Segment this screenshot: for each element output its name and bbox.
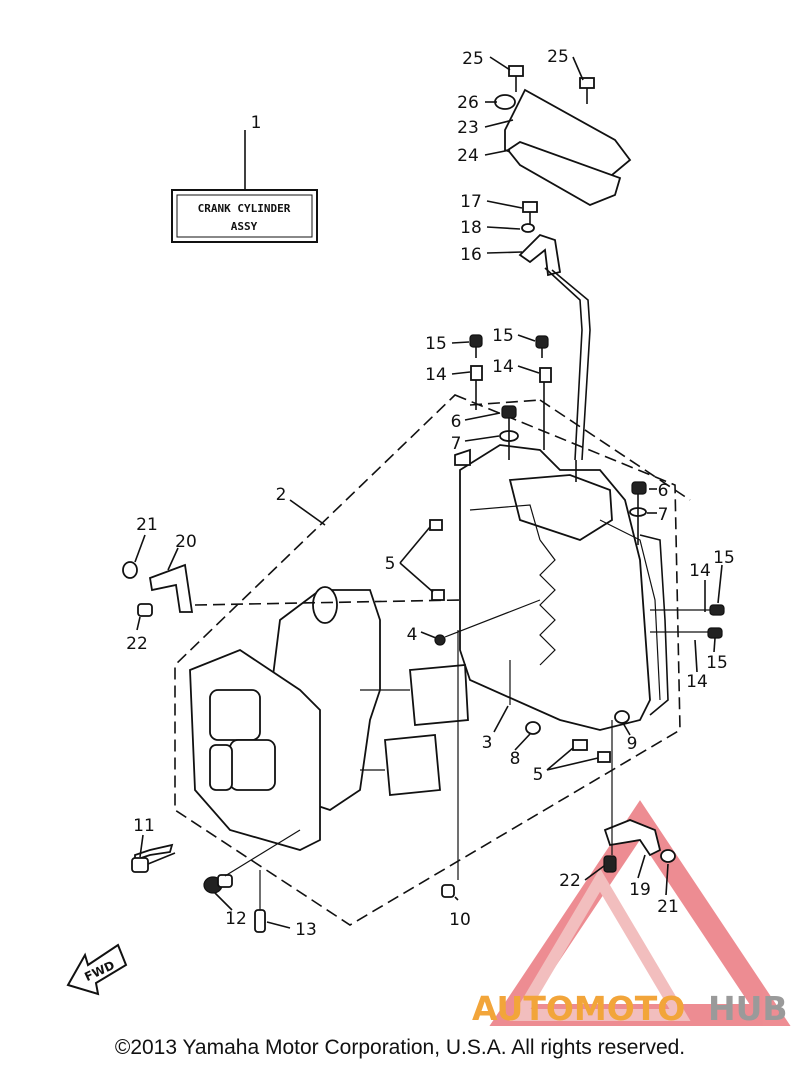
cylinder-block	[454, 444, 661, 731]
title-box-line1: CRANK CYLINDER	[198, 202, 291, 215]
title-box-line2: ASSY	[231, 220, 258, 233]
fwd-direction-arrow: FWD	[66, 943, 128, 996]
leader-lines	[134, 56, 723, 929]
callout-14a: 14	[425, 365, 447, 385]
callout-13: 13	[295, 920, 317, 940]
callout-24: 24	[457, 146, 479, 166]
callout-14b: 14	[492, 357, 514, 377]
watermark-logo-triangles	[489, 800, 791, 1026]
callout-5a: 5	[385, 554, 396, 574]
callout-7b: 7	[658, 505, 669, 525]
callout-14d: 14	[686, 672, 708, 692]
callout-12: 12	[225, 909, 247, 929]
top-cover-plate	[504, 88, 632, 206]
callout-10: 10	[449, 910, 471, 930]
small-parts	[122, 65, 725, 933]
callout-25a: 25	[462, 49, 484, 69]
callout-15b: 15	[492, 326, 514, 346]
callout-5b: 5	[533, 765, 544, 785]
callout-3: 3	[482, 733, 493, 753]
callout-25b: 25	[547, 47, 569, 67]
callout-11: 11	[133, 816, 155, 836]
callout-8: 8	[510, 749, 521, 769]
callout-22b: 22	[559, 871, 581, 891]
crankcase-front-cover	[189, 648, 321, 851]
callout-15a: 15	[425, 334, 447, 354]
watermark-text: AUTOMOTO HUB	[472, 989, 788, 1028]
watermark-part1: AUTOMOTO	[472, 989, 685, 1028]
callout-21b: 21	[657, 897, 679, 917]
callout-18: 18	[460, 218, 482, 238]
callout-19: 19	[629, 880, 651, 900]
callout-2: 2	[276, 485, 287, 505]
callout-6b: 6	[658, 481, 669, 501]
callout-15d: 15	[706, 653, 728, 673]
callout-20: 20	[175, 532, 197, 552]
callout-1: 1	[251, 113, 262, 133]
callout-21a: 21	[136, 515, 158, 535]
crankcase-dashed-boundary	[174, 394, 691, 926]
callout-numbers: 1 2 3 4 5 5 6 6 7 7 8 9 10 11 12 13 14 1…	[126, 47, 735, 940]
callout-7a: 7	[451, 434, 462, 454]
callout-15c: 15	[713, 548, 735, 568]
callout-26: 26	[457, 93, 479, 113]
callout-14c: 14	[689, 561, 711, 581]
callout-16: 16	[460, 245, 482, 265]
callout-4: 4	[407, 625, 418, 645]
callout-23: 23	[457, 118, 479, 138]
callout-6a: 6	[451, 412, 462, 432]
callout-22a: 22	[126, 634, 148, 654]
part-1-title-box: CRANK CYLINDER ASSY	[171, 130, 318, 243]
callout-17: 17	[460, 192, 482, 212]
watermark-part2: HUB	[708, 989, 788, 1028]
copyright-notice: ©2013 Yamaha Motor Corporation, U.S.A. A…	[114, 1036, 686, 1059]
callout-9: 9	[627, 734, 638, 754]
